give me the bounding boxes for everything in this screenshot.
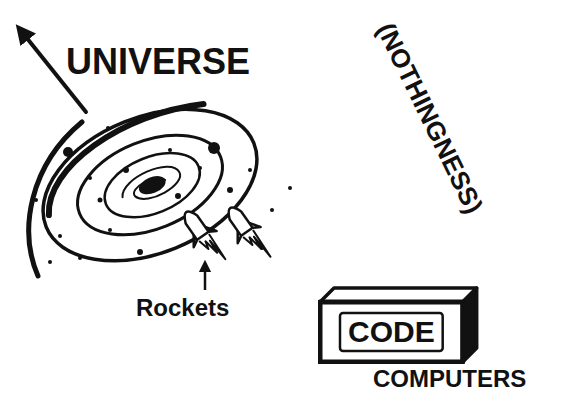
rocket-drawing <box>175 200 278 270</box>
stars <box>34 126 292 264</box>
rockets-label: Rockets <box>136 296 229 320</box>
brick-front <box>320 302 463 362</box>
galaxy-drawing <box>21 80 292 290</box>
middle-ring <box>63 116 237 255</box>
nothingness-label: (NOTHINGNESS) <box>373 19 488 217</box>
brick-label-plate <box>340 313 443 351</box>
outer-ring <box>21 80 280 290</box>
galaxy-center <box>136 173 168 198</box>
outer-ring-bold <box>29 96 221 215</box>
spiral-core <box>117 160 184 208</box>
code-brick: CODE COMPUTERS <box>318 286 526 391</box>
brick-body: CODE <box>318 286 479 364</box>
brick-title: CODE <box>348 317 435 347</box>
rockets-leader <box>204 266 207 290</box>
brick-caption: COMPUTERS <box>373 367 526 391</box>
universe-label: UNIVERSE <box>66 44 250 80</box>
